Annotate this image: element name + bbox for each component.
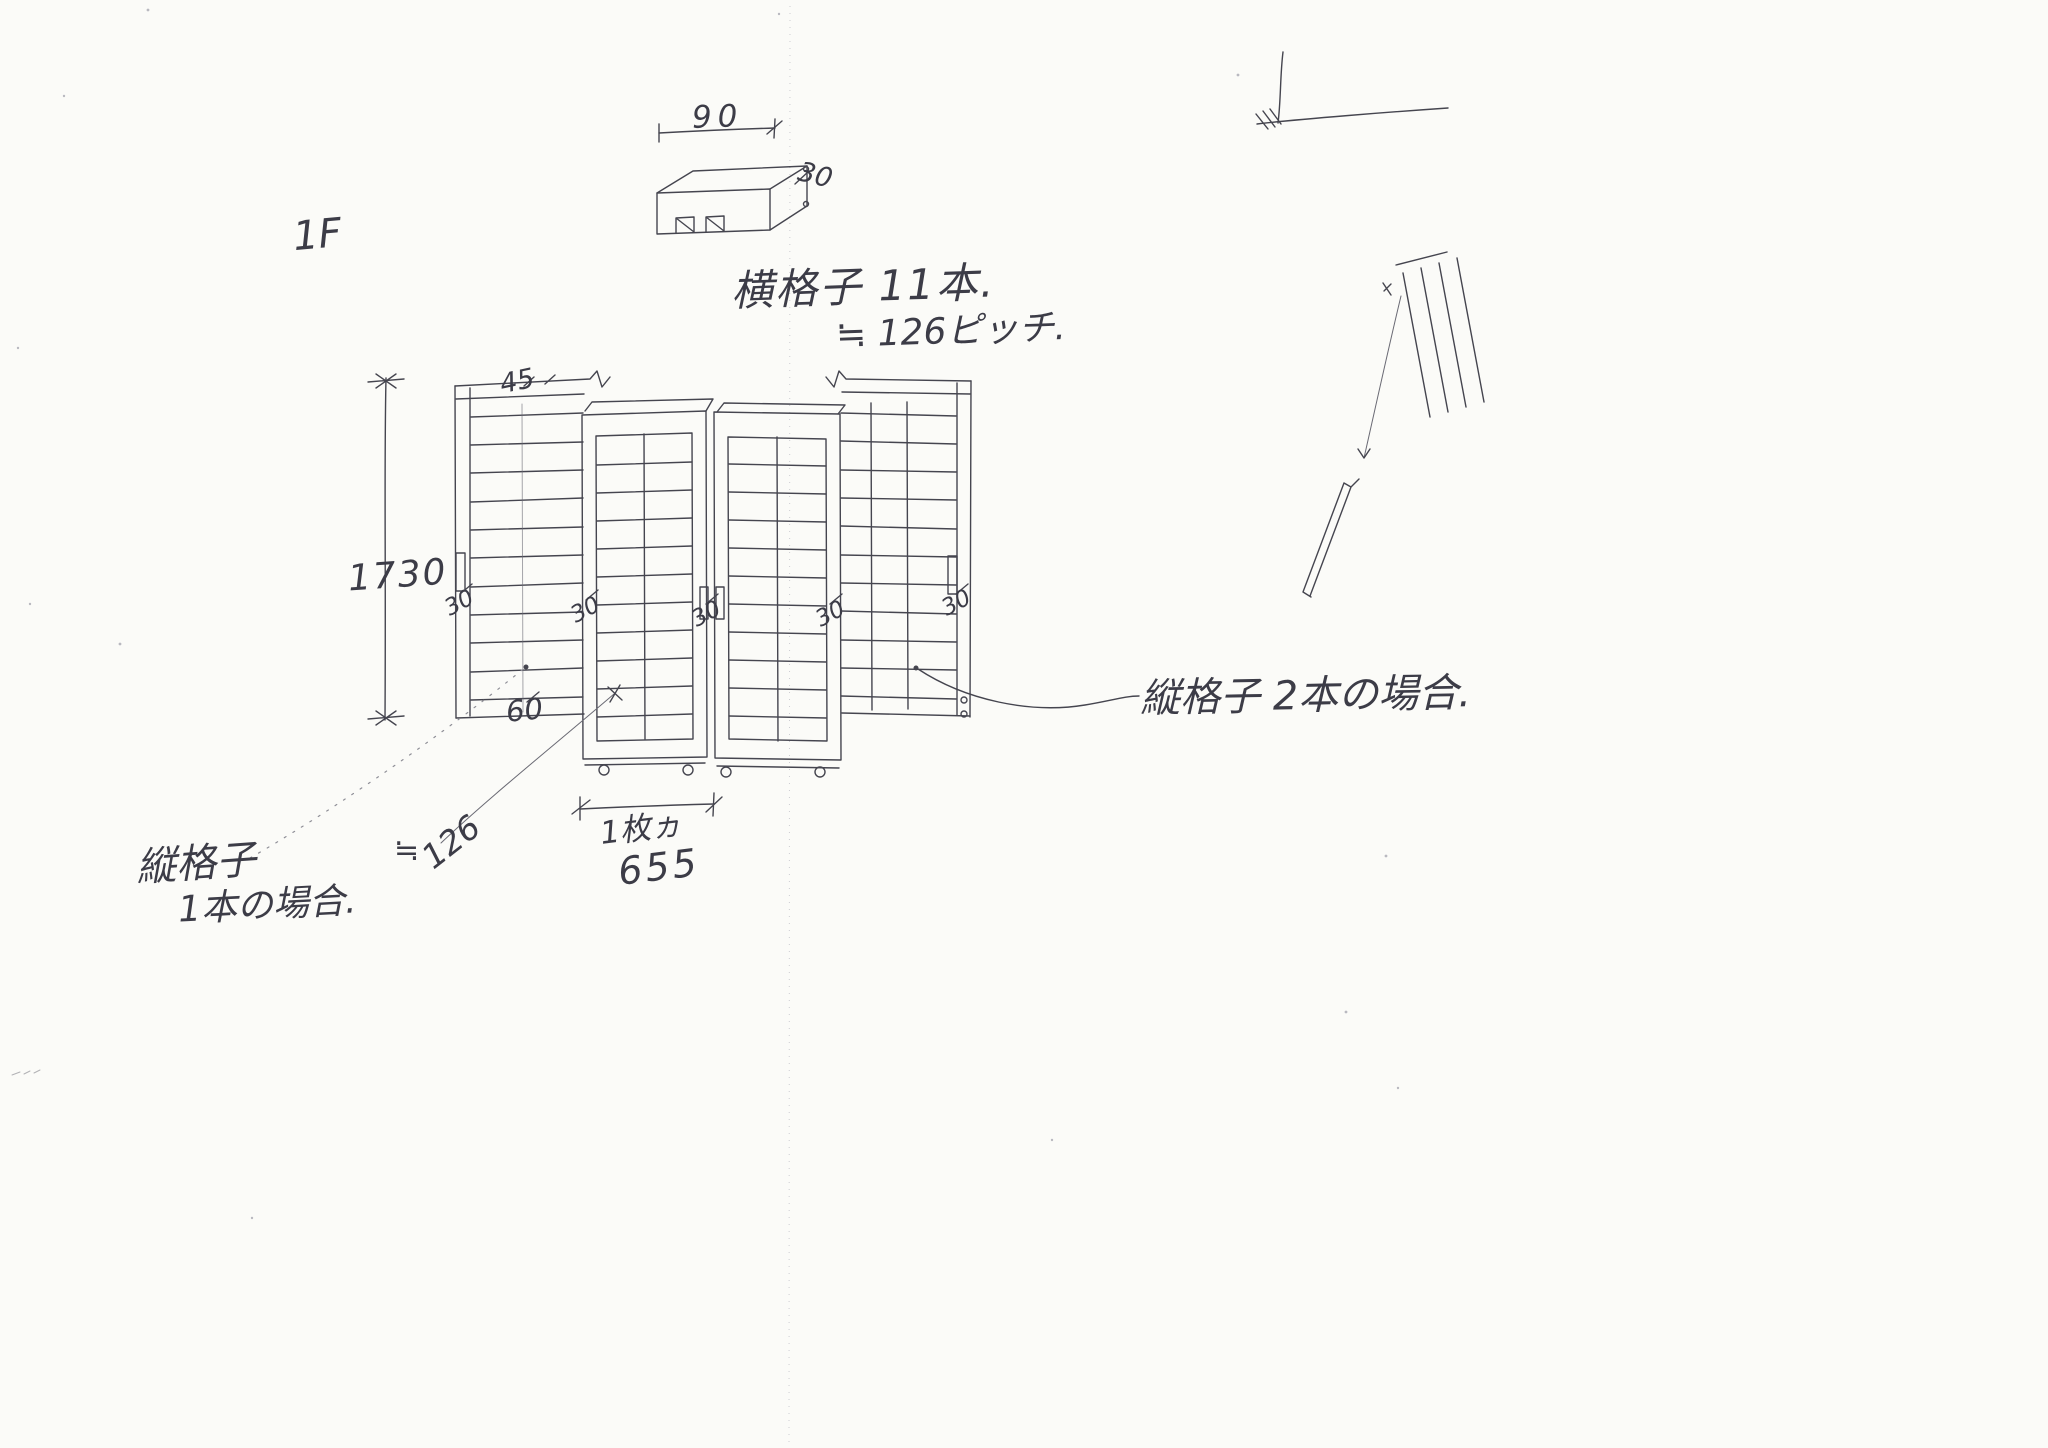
panel-right-rear: [825, 370, 972, 718]
side-sketch: [1302, 251, 1485, 598]
detail-width-label: 90: [691, 98, 745, 136]
stile-width-ticks: [459, 583, 969, 605]
panel-left-rear: [454, 370, 611, 719]
panel-handle: [455, 552, 466, 592]
left-case-note-line1: 縦格子: [134, 836, 258, 892]
panel-width-dimension: [571, 792, 723, 821]
panel-handle: [947, 555, 958, 595]
caster: [682, 764, 694, 776]
top-rail-dimension-label: 45: [497, 362, 538, 401]
panel-width-label: 655: [615, 840, 702, 894]
approx-sign: ≒: [394, 833, 420, 868]
right-case-note: 縦格子 2本の場合.: [1139, 670, 1472, 722]
latch: [715, 586, 725, 620]
detail-thickness-label: 30: [794, 156, 836, 195]
height-dimension: [367, 373, 405, 726]
caster: [720, 766, 732, 778]
pitch-note: ≒ 126ピッチ.: [835, 307, 1067, 356]
caster: [814, 766, 826, 778]
panel-center-right: [713, 402, 846, 778]
horizontal-lattice-note: 横格子 11本.: [730, 257, 996, 316]
paper-fold-line: [788, 5, 791, 1443]
left-case-note-line2: 1本の場合.: [177, 880, 358, 931]
height-dimension-label: 1730: [346, 551, 449, 600]
corner-sketch: [1255, 51, 1449, 130]
bottom-dimension-label: 60: [504, 691, 545, 729]
rail-section-detail: [656, 118, 810, 235]
panel-center-left: [581, 398, 714, 776]
paper-specks: [11, 8, 1400, 1220]
floor-label: 1F: [291, 209, 344, 261]
leader-lines: [249, 668, 1140, 859]
caster: [598, 764, 610, 776]
